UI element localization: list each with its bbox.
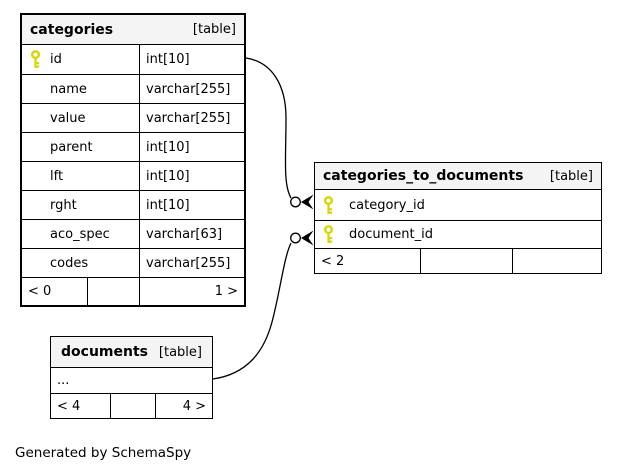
table-categories[interactable]: categories [table] id int[10] name varch…	[20, 13, 246, 307]
columns-ellipsis: ...	[57, 373, 70, 388]
column-name: codes	[50, 255, 89, 271]
column-type: varchar[63]	[139, 220, 244, 248]
table-name[interactable]: categories	[30, 21, 114, 38]
column-row-document-id: document_id	[315, 220, 601, 248]
table-type-badge: [table]	[158, 344, 202, 360]
primary-key-icon	[29, 50, 41, 69]
column-type: int[10]	[139, 45, 244, 74]
table-type-badge: [table]	[549, 168, 593, 184]
column-type: int[10]	[139, 162, 244, 190]
footer-incoming-count: < 2	[321, 253, 345, 269]
footer-outgoing-count: 4 >	[155, 394, 212, 418]
table-categories-header[interactable]: categories [table]	[22, 15, 244, 45]
column-row-value: value varchar[255]	[22, 103, 244, 132]
table-name[interactable]: categories_to_documents	[323, 168, 524, 184]
column-row-parent: parent int[10]	[22, 132, 244, 161]
column-name: name	[50, 81, 87, 97]
table-footer: < 2	[315, 248, 601, 273]
zero-or-one-circle	[290, 196, 301, 208]
column-name: rght	[50, 197, 77, 213]
footer-outgoing-count: 1 >	[139, 278, 244, 305]
column-row-id: id int[10]	[22, 45, 244, 74]
zero-or-one-circle	[290, 232, 301, 244]
column-type: varchar[255]	[139, 104, 244, 132]
primary-key-icon	[322, 195, 334, 215]
table-name[interactable]: documents	[61, 344, 148, 360]
column-type: varchar[255]	[139, 249, 244, 277]
table-documents[interactable]: documents [table] ... < 4 4 >	[50, 336, 213, 419]
column-name: lft	[50, 168, 64, 184]
column-row-aco-spec: aco_spec varchar[63]	[22, 219, 244, 248]
column-row-lft: lft int[10]	[22, 161, 244, 190]
column-name: document_id	[349, 227, 433, 242]
column-row-category-id: category_id	[315, 190, 601, 220]
column-name: category_id	[349, 197, 425, 213]
table-type-badge: [table]	[192, 22, 236, 37]
table-documents-header[interactable]: documents [table]	[51, 337, 212, 368]
column-name: value	[50, 110, 86, 126]
column-name: aco_spec	[50, 226, 110, 242]
footer-incoming-count: < 0	[28, 284, 52, 299]
generator-caption: Generated by SchemaSpy	[15, 445, 192, 461]
table-categories-to-documents-header[interactable]: categories_to_documents [table]	[315, 163, 601, 190]
table-footer: < 4 4 >	[51, 393, 212, 418]
column-name: parent	[50, 139, 93, 155]
footer-middle-cell	[110, 394, 155, 418]
footer-middle-cell	[87, 278, 139, 305]
column-row-name: name varchar[255]	[22, 74, 244, 103]
arrowhead-icon	[301, 230, 314, 246]
column-type: varchar[255]	[139, 75, 244, 103]
table-categories-to-documents[interactable]: categories_to_documents [table] category…	[314, 162, 602, 274]
footer-incoming-count: < 4	[57, 398, 81, 414]
column-row-codes: codes varchar[255]	[22, 248, 244, 277]
column-row-ellipsis: ...	[51, 368, 212, 393]
footer-middle-cell	[420, 249, 512, 273]
column-name: id	[50, 52, 62, 67]
footer-outgoing-count	[512, 249, 601, 273]
connector-categories-to-junction	[245, 57, 314, 210]
arrowhead-icon	[301, 194, 314, 210]
table-footer: < 0 1 >	[22, 277, 244, 305]
column-type: int[10]	[139, 191, 244, 219]
column-row-rght: rght int[10]	[22, 190, 244, 219]
primary-key-icon	[322, 225, 334, 244]
column-type: int[10]	[139, 133, 244, 161]
